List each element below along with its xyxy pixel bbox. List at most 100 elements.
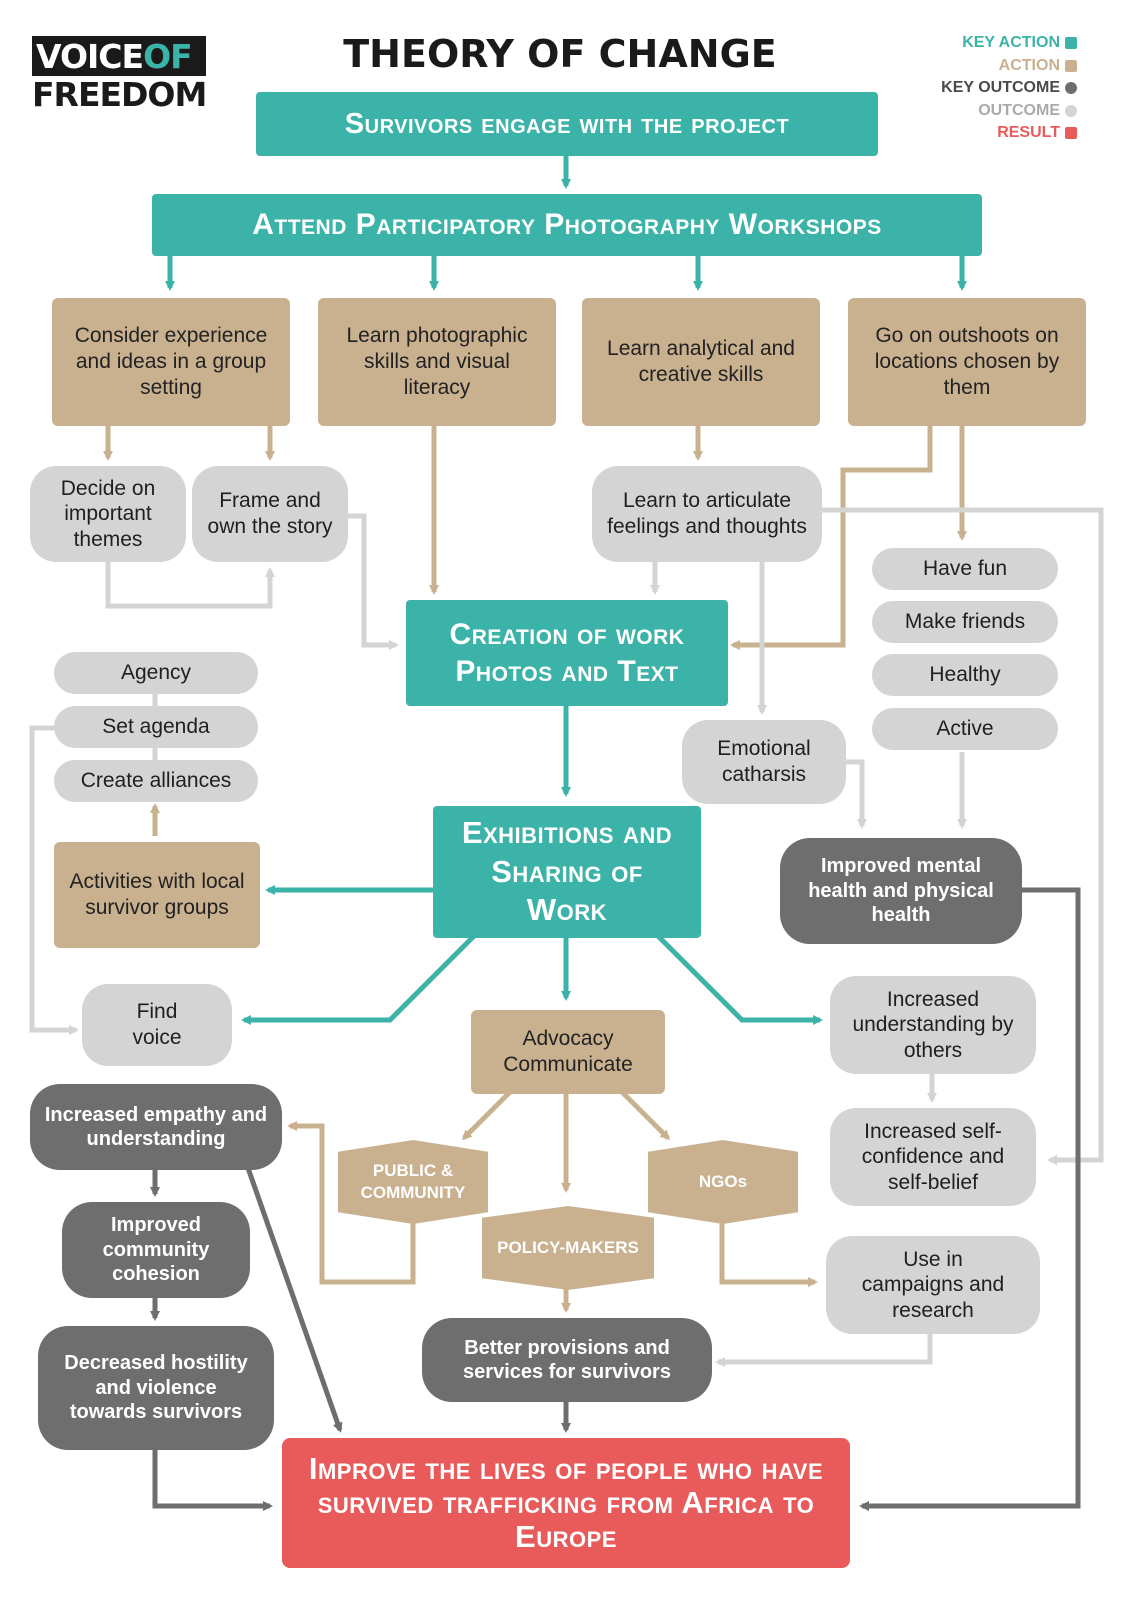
- node-agency: Agency: [54, 652, 258, 694]
- node-improve-lives-result: Improve the lives of people who have sur…: [282, 1438, 850, 1568]
- node-policy-makers: POLICY-MAKERS: [482, 1206, 654, 1290]
- node-label: Learn analytical and creative skills: [607, 336, 795, 386]
- legend-label: KEY ACTION: [962, 34, 1060, 52]
- arrow-frame-to-creation: [348, 513, 399, 650]
- node-label: Frame and own the story: [207, 489, 333, 538]
- node-label: Learn to articulate feelings and thought…: [607, 489, 807, 538]
- node-label: Advocacy Communicate: [503, 1026, 633, 1076]
- node-survivors-engage: Survivors engage with the project: [256, 92, 878, 156]
- node-label: Exhibitions and Sharing of Work: [461, 814, 673, 928]
- node-label: Have fun: [922, 557, 1008, 581]
- node-label: Decreased hostility and violence towards…: [64, 1352, 248, 1424]
- node-label: Increased empathy and understanding: [44, 1103, 268, 1150]
- legend-item-key-outcome: KEY OUTCOME: [941, 77, 1077, 100]
- node-label: Healthy: [929, 663, 1001, 687]
- node-find-voice: Find voice: [82, 984, 232, 1066]
- arrow-public-to-empathy: [287, 1121, 416, 1285]
- legend-item-result: RESULT: [941, 122, 1077, 145]
- node-label: Improved community cohesion: [102, 1214, 210, 1286]
- legend-swatch-square-icon: [1065, 127, 1077, 140]
- node-label: Emotional catharsis: [717, 737, 811, 786]
- logo-word-freedom: FREEDOM: [32, 75, 207, 114]
- node-learn-photographic-skills: Learn photographic skills and visual lit…: [318, 298, 556, 426]
- node-use-in-campaigns: Use in campaigns and research: [826, 1236, 1040, 1334]
- arrow-hostility-to-result: [152, 1448, 273, 1511]
- node-label: NGOs: [698, 1171, 748, 1191]
- node-label: Active: [936, 717, 994, 741]
- node-consider-experience: Consider experience and ideas in a group…: [52, 298, 290, 426]
- arrow-set-agenda-to-find-voice: [29, 725, 79, 1035]
- node-activities-local-groups: Activities with local survivor groups: [54, 842, 260, 948]
- node-label: POLICY-MAKERS: [497, 1237, 639, 1257]
- legend-label: RESULT: [997, 124, 1060, 142]
- node-label: Set agenda: [102, 715, 210, 739]
- logo-top-row: VOICE OF: [32, 36, 207, 76]
- node-label: Attend Participatory Photography Worksho…: [252, 208, 882, 242]
- node-better-provisions: Better provisions and services for survi…: [422, 1318, 712, 1402]
- node-public-and-community: PUBLIC & COMMUNITY: [338, 1140, 488, 1224]
- node-label: Decide on important themes: [60, 476, 156, 551]
- node-make-friends: Make friends: [872, 601, 1058, 643]
- logo-word-of: OF: [143, 36, 193, 76]
- node-articulate-feelings: Learn to articulate feelings and thought…: [592, 466, 822, 562]
- legend-swatch-circle-icon: [1065, 104, 1077, 117]
- arrow-advocacy-to-ngos: [620, 1090, 671, 1141]
- node-label: Improved mental health and physical heal…: [808, 855, 994, 927]
- arrow-decide-to-frame: [105, 560, 275, 609]
- arrow-mental-health-to-result: [859, 887, 1081, 1511]
- node-label: Use in campaigns and research: [861, 1247, 1005, 1322]
- node-emotional-catharsis: Emotional catharsis: [682, 720, 846, 804]
- node-label: Increased understanding by others: [852, 987, 1014, 1062]
- node-healthy: Healthy: [872, 654, 1058, 696]
- arrow-empathy-to-result: [245, 1167, 343, 1433]
- node-label: Better provisions and services for survi…: [463, 1336, 671, 1383]
- legend-label: ACTION: [998, 56, 1060, 74]
- node-label: Increased self-confidence and self-belie…: [861, 1119, 1005, 1194]
- arrow-advocacy-to-public: [461, 1090, 512, 1141]
- node-increased-empathy: Increased empathy and understanding: [30, 1084, 282, 1170]
- page-title: THEORY OF CHANGE: [343, 32, 777, 76]
- node-learn-analytical-skills: Learn analytical and creative skills: [582, 298, 820, 426]
- node-active: Active: [872, 708, 1058, 750]
- arrow-outshoots-to-creation: [730, 424, 933, 650]
- node-ngos: NGOs: [648, 1140, 798, 1224]
- node-label: Find voice: [132, 1000, 182, 1049]
- node-exhibitions-and-sharing: Exhibitions and Sharing of Work: [433, 806, 701, 938]
- node-label: Activities with local survivor groups: [69, 869, 245, 919]
- arrow-ngos-to-campaigns: [719, 1218, 818, 1287]
- legend-swatch-square-icon: [1065, 37, 1077, 50]
- node-creation-of-work: Creation of work Photos and Text: [406, 600, 728, 706]
- node-decreased-hostility: Decreased hostility and violence towards…: [38, 1326, 274, 1450]
- node-label: Survivors engage with the project: [344, 107, 790, 140]
- node-label: PUBLIC & COMMUNITY: [360, 1160, 466, 1202]
- node-self-confidence: Increased self-confidence and self-belie…: [830, 1108, 1036, 1206]
- node-label: Create alliances: [80, 769, 232, 793]
- legend-swatch-square-icon: [1065, 59, 1077, 72]
- node-have-fun: Have fun: [872, 548, 1058, 590]
- node-label: Learn photographic skills and visual lit…: [346, 323, 528, 400]
- node-go-on-outshoots: Go on outshoots on locations chosen by t…: [848, 298, 1086, 426]
- legend-swatch-circle-icon: [1065, 82, 1077, 95]
- node-understanding-by-others: Increased understanding by others: [830, 976, 1036, 1074]
- arrow-catharsis-to-mental-health: [846, 759, 867, 829]
- node-frame-the-story: Frame and own the story: [192, 466, 348, 562]
- node-label: Creation of work Photos and Text: [449, 617, 685, 689]
- arrow-exhibitions-to-understanding: [652, 930, 823, 1025]
- arrow-campaigns-to-provisions: [715, 1332, 933, 1367]
- legend-label: KEY OUTCOME: [941, 79, 1060, 97]
- node-label: Agency: [120, 661, 192, 685]
- node-advocacy-communicate: Advocacy Communicate: [471, 1010, 665, 1094]
- node-label: Improve the lives of people who have sur…: [308, 1450, 824, 1555]
- logo-word-voice: VOICE: [36, 36, 144, 76]
- arrow-exhibitions-to-find-voice: [241, 930, 480, 1025]
- node-set-agenda: Set agenda: [54, 706, 258, 748]
- legend-item-outcome: OUTCOME: [941, 100, 1077, 123]
- legend-item-key-action: KEY ACTION: [941, 32, 1077, 55]
- legend-label: OUTCOME: [978, 101, 1060, 119]
- node-improved-mental-health: Improved mental health and physical heal…: [780, 838, 1022, 944]
- legend: KEY ACTION ACTION KEY OUTCOME OUTCOME RE…: [941, 32, 1077, 145]
- node-community-cohesion: Improved community cohesion: [62, 1202, 250, 1298]
- node-decide-themes: Decide on important themes: [30, 466, 186, 562]
